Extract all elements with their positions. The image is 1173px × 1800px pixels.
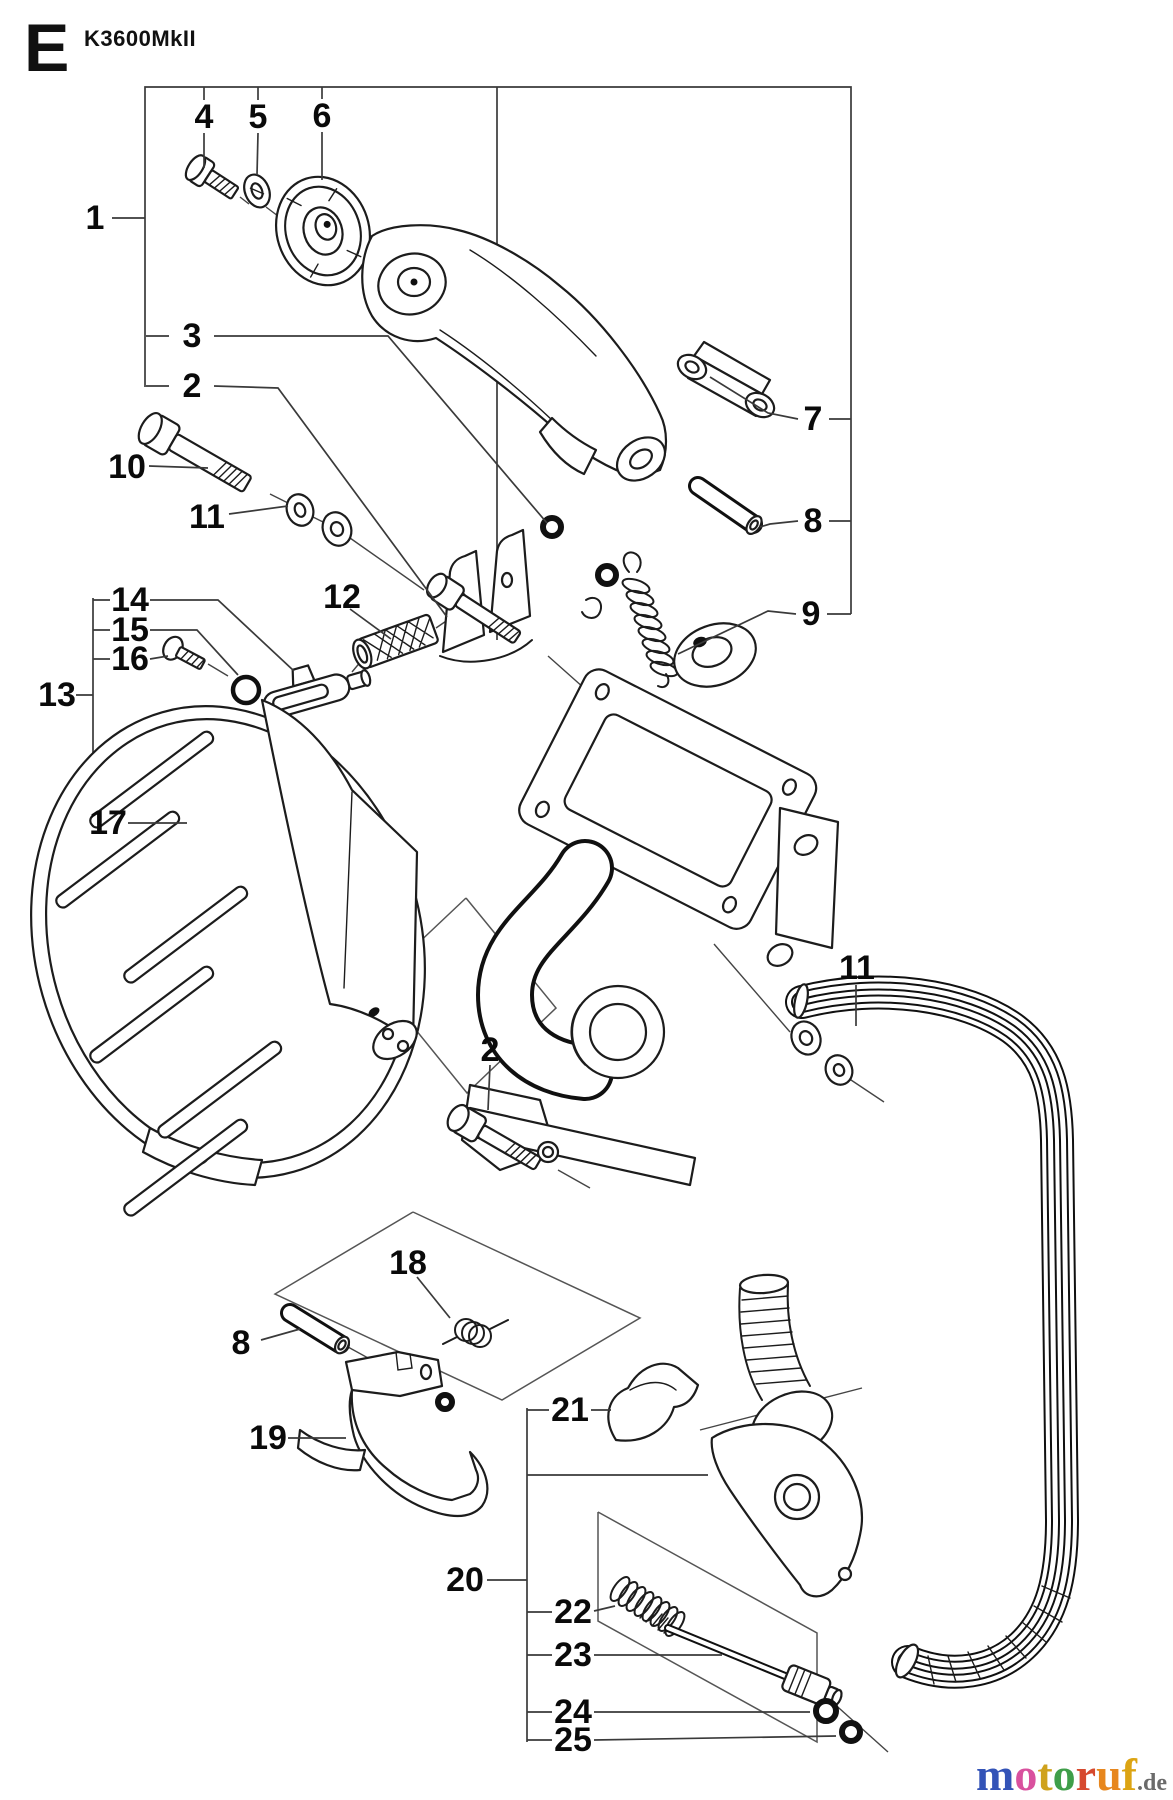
assembly-axis-line bbox=[207, 663, 229, 677]
part-bolt-2-lower bbox=[446, 1103, 542, 1171]
callout-number-5: 5 bbox=[249, 98, 268, 136]
callout-number-6: 6 bbox=[313, 97, 332, 135]
callout-number-17: 17 bbox=[89, 804, 127, 842]
construction-panel bbox=[273, 1211, 642, 1401]
part-handlebar bbox=[785, 975, 1080, 1689]
callout-leader-9 bbox=[677, 610, 797, 655]
callout-number-2: 2 bbox=[183, 367, 202, 405]
part-screw-16 bbox=[162, 635, 206, 670]
callout-leader-18 bbox=[416, 1276, 451, 1319]
callout-number-10: 10 bbox=[108, 448, 146, 486]
section-letter: E bbox=[24, 10, 70, 86]
part-orings-3 bbox=[540, 515, 619, 587]
callout-number-8: 8 bbox=[804, 502, 823, 540]
callout-number-4: 4 bbox=[195, 98, 214, 136]
part-pin-8-lower bbox=[280, 1303, 351, 1355]
part-oring-15 bbox=[230, 674, 262, 706]
part-screw-4 bbox=[184, 154, 240, 200]
part-torsion-spring-18 bbox=[442, 1318, 509, 1348]
part-support-arm bbox=[361, 224, 668, 482]
callout-number-19: 19 bbox=[249, 1419, 287, 1457]
assembly-axis-line bbox=[547, 655, 585, 689]
callout-number-14: 14 bbox=[111, 581, 149, 619]
callout-number-1: 1 bbox=[86, 199, 105, 237]
callout-leader-3 bbox=[214, 335, 548, 524]
part-rod-23 bbox=[639, 1605, 843, 1707]
logo-letter: t bbox=[1037, 1749, 1053, 1800]
callout-leader-22 bbox=[593, 1605, 616, 1612]
assembly-axis-line bbox=[239, 196, 250, 205]
callout-leader-2 bbox=[213, 385, 448, 618]
assembly-axis-line bbox=[713, 943, 791, 1033]
callout-leader-2 bbox=[487, 1064, 491, 1111]
callout-leader-8 bbox=[759, 520, 799, 528]
callout-number-8: 8 bbox=[232, 1324, 251, 1362]
part-bolt-2-upper bbox=[425, 572, 522, 644]
part-handle-assembly-20 bbox=[710, 1273, 863, 1598]
callout-number-15: 15 bbox=[111, 611, 149, 649]
callout-leader-14 bbox=[150, 599, 295, 672]
callout-leader-5 bbox=[256, 132, 259, 176]
callout-number-16: 16 bbox=[111, 640, 149, 678]
callout-leader-8 bbox=[260, 1328, 301, 1341]
part-water-valve-14 bbox=[262, 664, 372, 719]
logo-letter: f bbox=[1121, 1749, 1137, 1800]
part-deflector-21 bbox=[607, 1362, 700, 1442]
part-pulley-6 bbox=[274, 175, 372, 287]
part-bolt-10 bbox=[137, 412, 252, 493]
callout-number-18: 18 bbox=[389, 1244, 427, 1282]
callout-leader-11 bbox=[228, 505, 289, 515]
assembly-axis-line bbox=[349, 537, 425, 591]
callout-number-25: 25 bbox=[554, 1721, 592, 1759]
callout-number-20: 20 bbox=[446, 1561, 484, 1599]
callout-number-11: 11 bbox=[189, 498, 225, 536]
part-spring-9 bbox=[621, 551, 679, 688]
callout-number-12: 12 bbox=[323, 578, 361, 616]
callout-number-11: 11 bbox=[839, 949, 875, 987]
assembly-axis-line bbox=[269, 493, 289, 504]
logo-letter: r bbox=[1075, 1749, 1097, 1800]
part-oring-25 bbox=[839, 1720, 863, 1744]
callout-number-23: 23 bbox=[554, 1636, 592, 1674]
part-oring-24 bbox=[813, 1698, 839, 1724]
callout-leader-15 bbox=[150, 629, 239, 676]
callout-leader-16 bbox=[149, 655, 169, 660]
assembly-axis-line bbox=[557, 1169, 591, 1189]
callout-number-21: 21 bbox=[551, 1391, 589, 1429]
callout-number-3: 3 bbox=[183, 317, 202, 355]
logo-letter: o bbox=[1014, 1749, 1038, 1800]
logo-letter: m bbox=[976, 1749, 1015, 1800]
callout-number-9: 9 bbox=[802, 595, 821, 633]
callout-leader-10 bbox=[148, 465, 209, 469]
part-latch-19 bbox=[296, 1350, 489, 1517]
part-mesh-hose-12 bbox=[352, 613, 439, 670]
callout-number-22: 22 bbox=[554, 1593, 592, 1631]
callout-bracket-line bbox=[144, 86, 852, 614]
part-washer-5 bbox=[243, 173, 271, 209]
callout-number-13: 13 bbox=[38, 676, 76, 714]
page-title-model: K3600MkII bbox=[84, 26, 197, 51]
part-pin-8 bbox=[688, 476, 763, 535]
callout-leader-12 bbox=[349, 608, 392, 640]
motoruf-logo[interactable]: motoruf.de bbox=[976, 1752, 1167, 1798]
callout-leader-7 bbox=[709, 376, 799, 420]
assembly-axis-line bbox=[847, 1077, 885, 1103]
part-blade-guard bbox=[30, 698, 426, 1217]
logo-letter: u bbox=[1096, 1749, 1122, 1800]
logo-suffix: .de bbox=[1137, 1770, 1167, 1796]
callout-number-2: 2 bbox=[481, 1031, 500, 1069]
callout-number-7: 7 bbox=[804, 400, 823, 438]
part-washers-11 bbox=[285, 493, 353, 547]
part-washers-11-right bbox=[790, 1020, 854, 1086]
logo-letter: o bbox=[1052, 1749, 1076, 1800]
callout-number-24: 24 bbox=[554, 1693, 592, 1731]
callout-leader-25 bbox=[593, 1735, 837, 1741]
construction-panel bbox=[597, 1511, 818, 1744]
